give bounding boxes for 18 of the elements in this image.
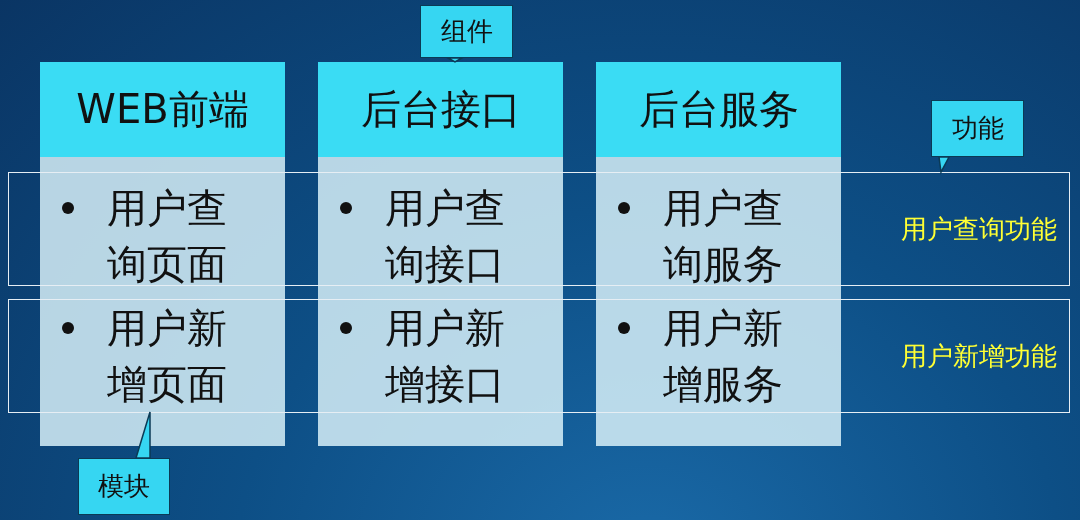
list-item-text: 用户查询接口 (385, 184, 506, 289)
row-label: 用户新增功能 (901, 340, 1057, 373)
column-header: 后台服务 (596, 62, 841, 157)
list-item-text: 用户查询服务 (663, 184, 784, 289)
callout-box: 功能 (931, 100, 1024, 157)
column-header: 后台接口 (318, 62, 563, 157)
list-item-text: 用户新增服务 (663, 304, 784, 409)
callout-pointer (938, 156, 951, 175)
column-header: WEB前端 (40, 62, 285, 157)
callout-pointer (135, 411, 151, 459)
row-band (8, 172, 1070, 286)
row-band (8, 299, 1070, 413)
callout-box: 模块 (78, 458, 170, 515)
row-label: 用户查询功能 (901, 213, 1057, 246)
callout-box: 组件 (420, 5, 513, 58)
list-item-text: 用户新增接口 (385, 304, 506, 409)
list-item-text: 用户新增页面 (107, 304, 228, 409)
list-item-text: 用户查询页面 (107, 184, 228, 289)
